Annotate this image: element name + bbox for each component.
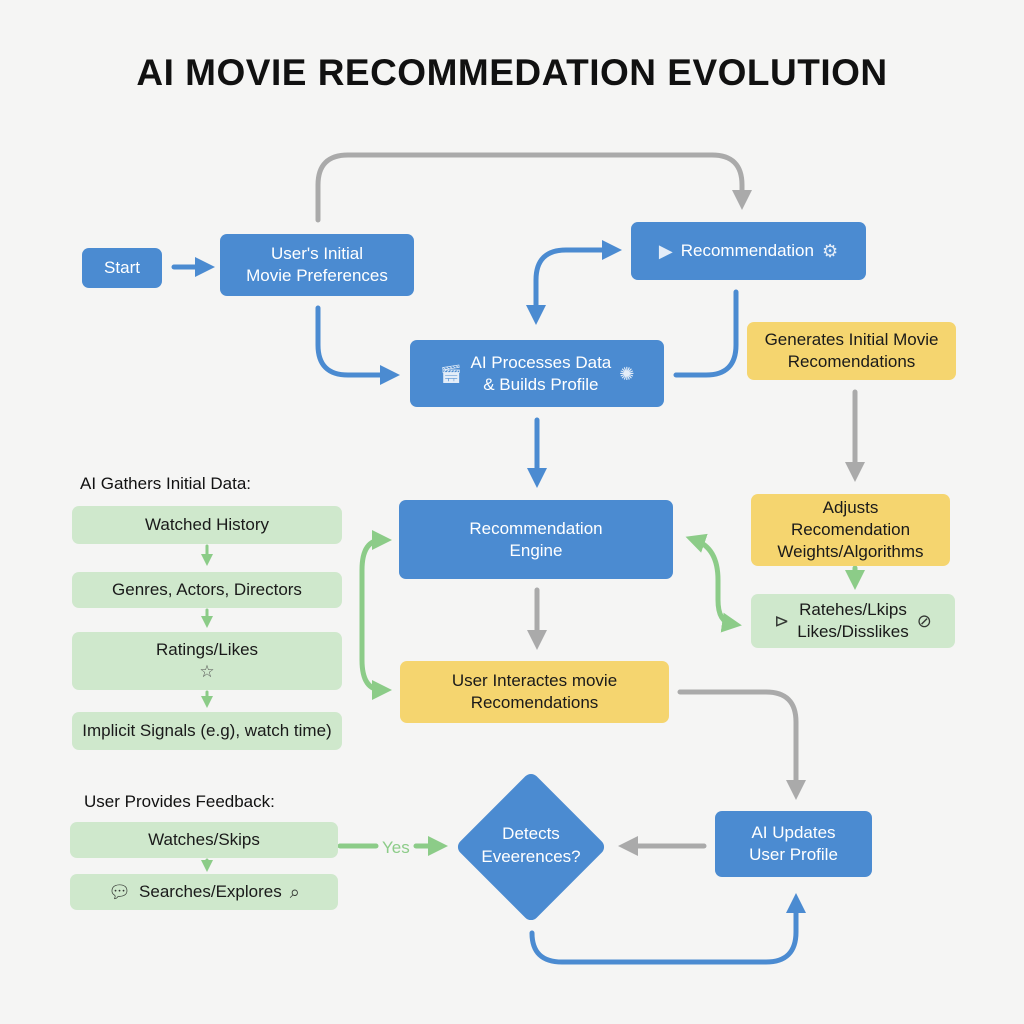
node-label: Recomendations: [470, 693, 599, 712]
feedback-heading: User Provides Feedback:: [84, 792, 275, 811]
search-icon: ⌕: [289, 882, 300, 902]
node-label: Likes/Disslikes: [797, 622, 909, 641]
arrow-engine-interacts: [359, 530, 392, 700]
node-label: Adjusts: [822, 498, 879, 517]
node-start: Start: [82, 248, 162, 288]
node-label: AI Processes Data: [470, 352, 612, 372]
node-label: & Builds Profile: [483, 374, 599, 394]
play-circle-icon: ⊳: [774, 611, 790, 631]
item-label: Watches/Skips: [148, 830, 260, 849]
user-circle-icon: ⊘: [916, 611, 932, 631]
item-label: Watched History: [144, 515, 270, 534]
node-label: Generates Initial Movie: [764, 330, 939, 349]
arrow-detects-loop: [529, 893, 806, 965]
node-label: Detects: [502, 824, 560, 843]
feedback-item: 💬︎ Searches/Explores ⌕: [70, 874, 338, 910]
node-label: User Profile: [749, 845, 838, 864]
node-label: Engine: [509, 540, 563, 560]
node-label: Start: [104, 258, 140, 277]
yes-label: Yes: [382, 838, 410, 857]
item-label: Searches/Explores: [139, 882, 282, 901]
arrow-ai-recommendation: [526, 240, 622, 325]
play-icon: ▶: [658, 241, 673, 261]
arrow-top-loop: [315, 152, 752, 223]
item-label: Ratings/Likes: [155, 640, 259, 659]
node-label: Weights/Algorithms: [777, 542, 924, 561]
gathers-item: Ratings/Likes ☆: [72, 632, 342, 690]
node-label: User's Initial: [270, 244, 364, 263]
arrow-interacts-to-updates: [677, 689, 806, 800]
chat-bubble-icon: 💬︎: [108, 882, 132, 902]
gear-icon: ⚙: [821, 241, 839, 261]
star-icon: ☆: [199, 662, 215, 681]
node-ai-processes: 🎬︎ AI Processes Data& Builds Profile ✺: [410, 340, 664, 407]
arrow-rec-to-ai: [673, 289, 739, 378]
node-label: Recomendations: [787, 352, 916, 371]
node-label: Recommendation: [469, 518, 603, 538]
node-label: AI Updates: [751, 823, 836, 842]
clapperboard-icon: 🎬︎: [439, 363, 463, 384]
gathers-item: Watched History: [72, 506, 342, 544]
node-recommendation: ▶ Recommendation ⚙: [631, 222, 866, 280]
item-label: Implicit Signals (e.g), watch time): [82, 721, 332, 740]
feedback-item: Watches/Skips: [70, 822, 338, 858]
gathers-item: Implicit Signals (e.g), watch time): [72, 712, 342, 750]
node-label: User Interactes movie: [451, 671, 618, 690]
arrow-engine-ratehes: [685, 533, 742, 633]
node-label: Eveerences?: [481, 847, 581, 866]
diagram-title: AI MOVIE RECOMMEDATION EVOLUTION: [136, 52, 888, 93]
brain-icon: ✺: [619, 363, 635, 384]
item-label: Genres, Actors, Directors: [112, 580, 302, 599]
node-label: Recommendation: [680, 241, 814, 260]
node-label: Movie Preferences: [246, 266, 388, 285]
gathers-item: Genres, Actors, Directors: [72, 572, 342, 608]
arrow-prefs-to-ai: [315, 305, 400, 385]
gathers-heading: AI Gathers Initial Data:: [80, 474, 252, 493]
node-label: Ratehes/Lkips: [799, 600, 907, 619]
node-label: Recomendation: [790, 520, 911, 539]
